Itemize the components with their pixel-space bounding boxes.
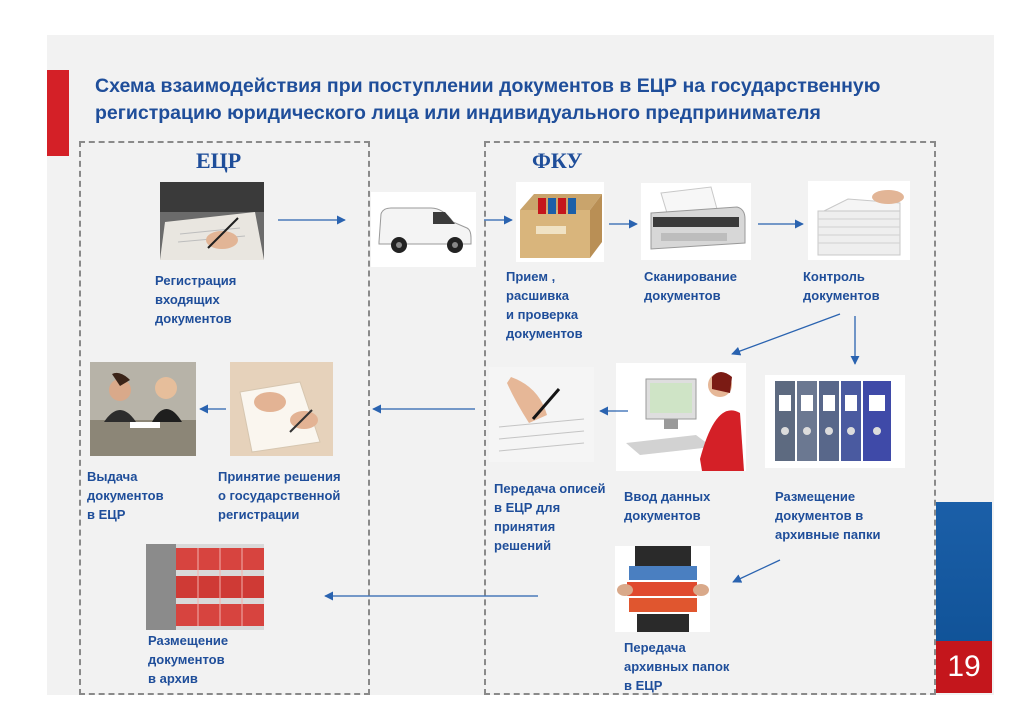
caption-decision: Принятие решения о государственной регис… xyxy=(218,469,341,522)
caption-archive-placement: Размещение документов в архив xyxy=(148,633,229,686)
folders-carry-image xyxy=(615,546,710,632)
office-people-image xyxy=(90,362,196,456)
caption-data-entry: Ввод данных документов xyxy=(624,489,711,523)
scanner-image xyxy=(641,183,751,260)
ecr-frame-label: ЕЦР xyxy=(196,148,242,173)
paper-stack-image xyxy=(808,181,910,260)
arrow-control-to-data-entry xyxy=(731,313,841,356)
writing-hand-image xyxy=(160,182,264,260)
caption-transfer-folders: Передача архивных папок в ЕЦР xyxy=(624,640,730,693)
pen-signing-image xyxy=(489,367,594,462)
slide-title: Схема взаимодействия при поступлении док… xyxy=(95,75,881,124)
caption-scan: Сканирование документов xyxy=(644,269,737,303)
computer-operator-image xyxy=(616,363,746,471)
caption-control: Контроль документов xyxy=(803,269,880,303)
binders-image xyxy=(765,375,905,468)
archive-shelves-image xyxy=(146,544,264,630)
signing-papers-image xyxy=(230,362,333,456)
caption-archive-folders: Размещение документов в архивные папки xyxy=(775,489,881,542)
caption-transfer-inventory: Передача описей в ЕЦР для принятия решен… xyxy=(494,481,606,553)
fku-frame-label: ФКУ xyxy=(532,148,583,173)
caption-issue: Выдача документов в ЕЦР xyxy=(87,469,164,522)
arrow-binders-to-folders xyxy=(732,559,781,583)
red-accent-bar xyxy=(47,70,69,156)
archive-box-image xyxy=(516,182,604,262)
fku-frame xyxy=(484,141,936,695)
caption-receive: Прием , расшивка и проверка документов xyxy=(506,269,583,341)
page-number: 19 xyxy=(936,641,992,693)
caption-registration: Регистрация входящих документов xyxy=(155,273,237,326)
ecr-frame xyxy=(79,141,370,695)
van-image xyxy=(371,192,476,267)
